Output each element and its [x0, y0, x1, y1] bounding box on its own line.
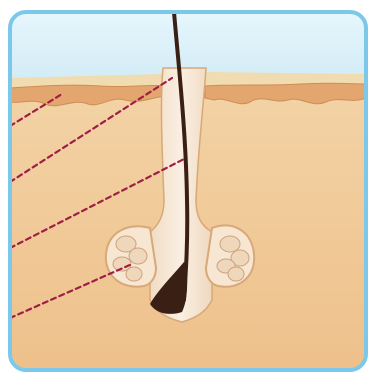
gland-lobe — [126, 267, 142, 281]
gland-lobe — [228, 267, 244, 281]
gland-lobe — [220, 236, 240, 252]
gland-lobe — [129, 248, 147, 264]
